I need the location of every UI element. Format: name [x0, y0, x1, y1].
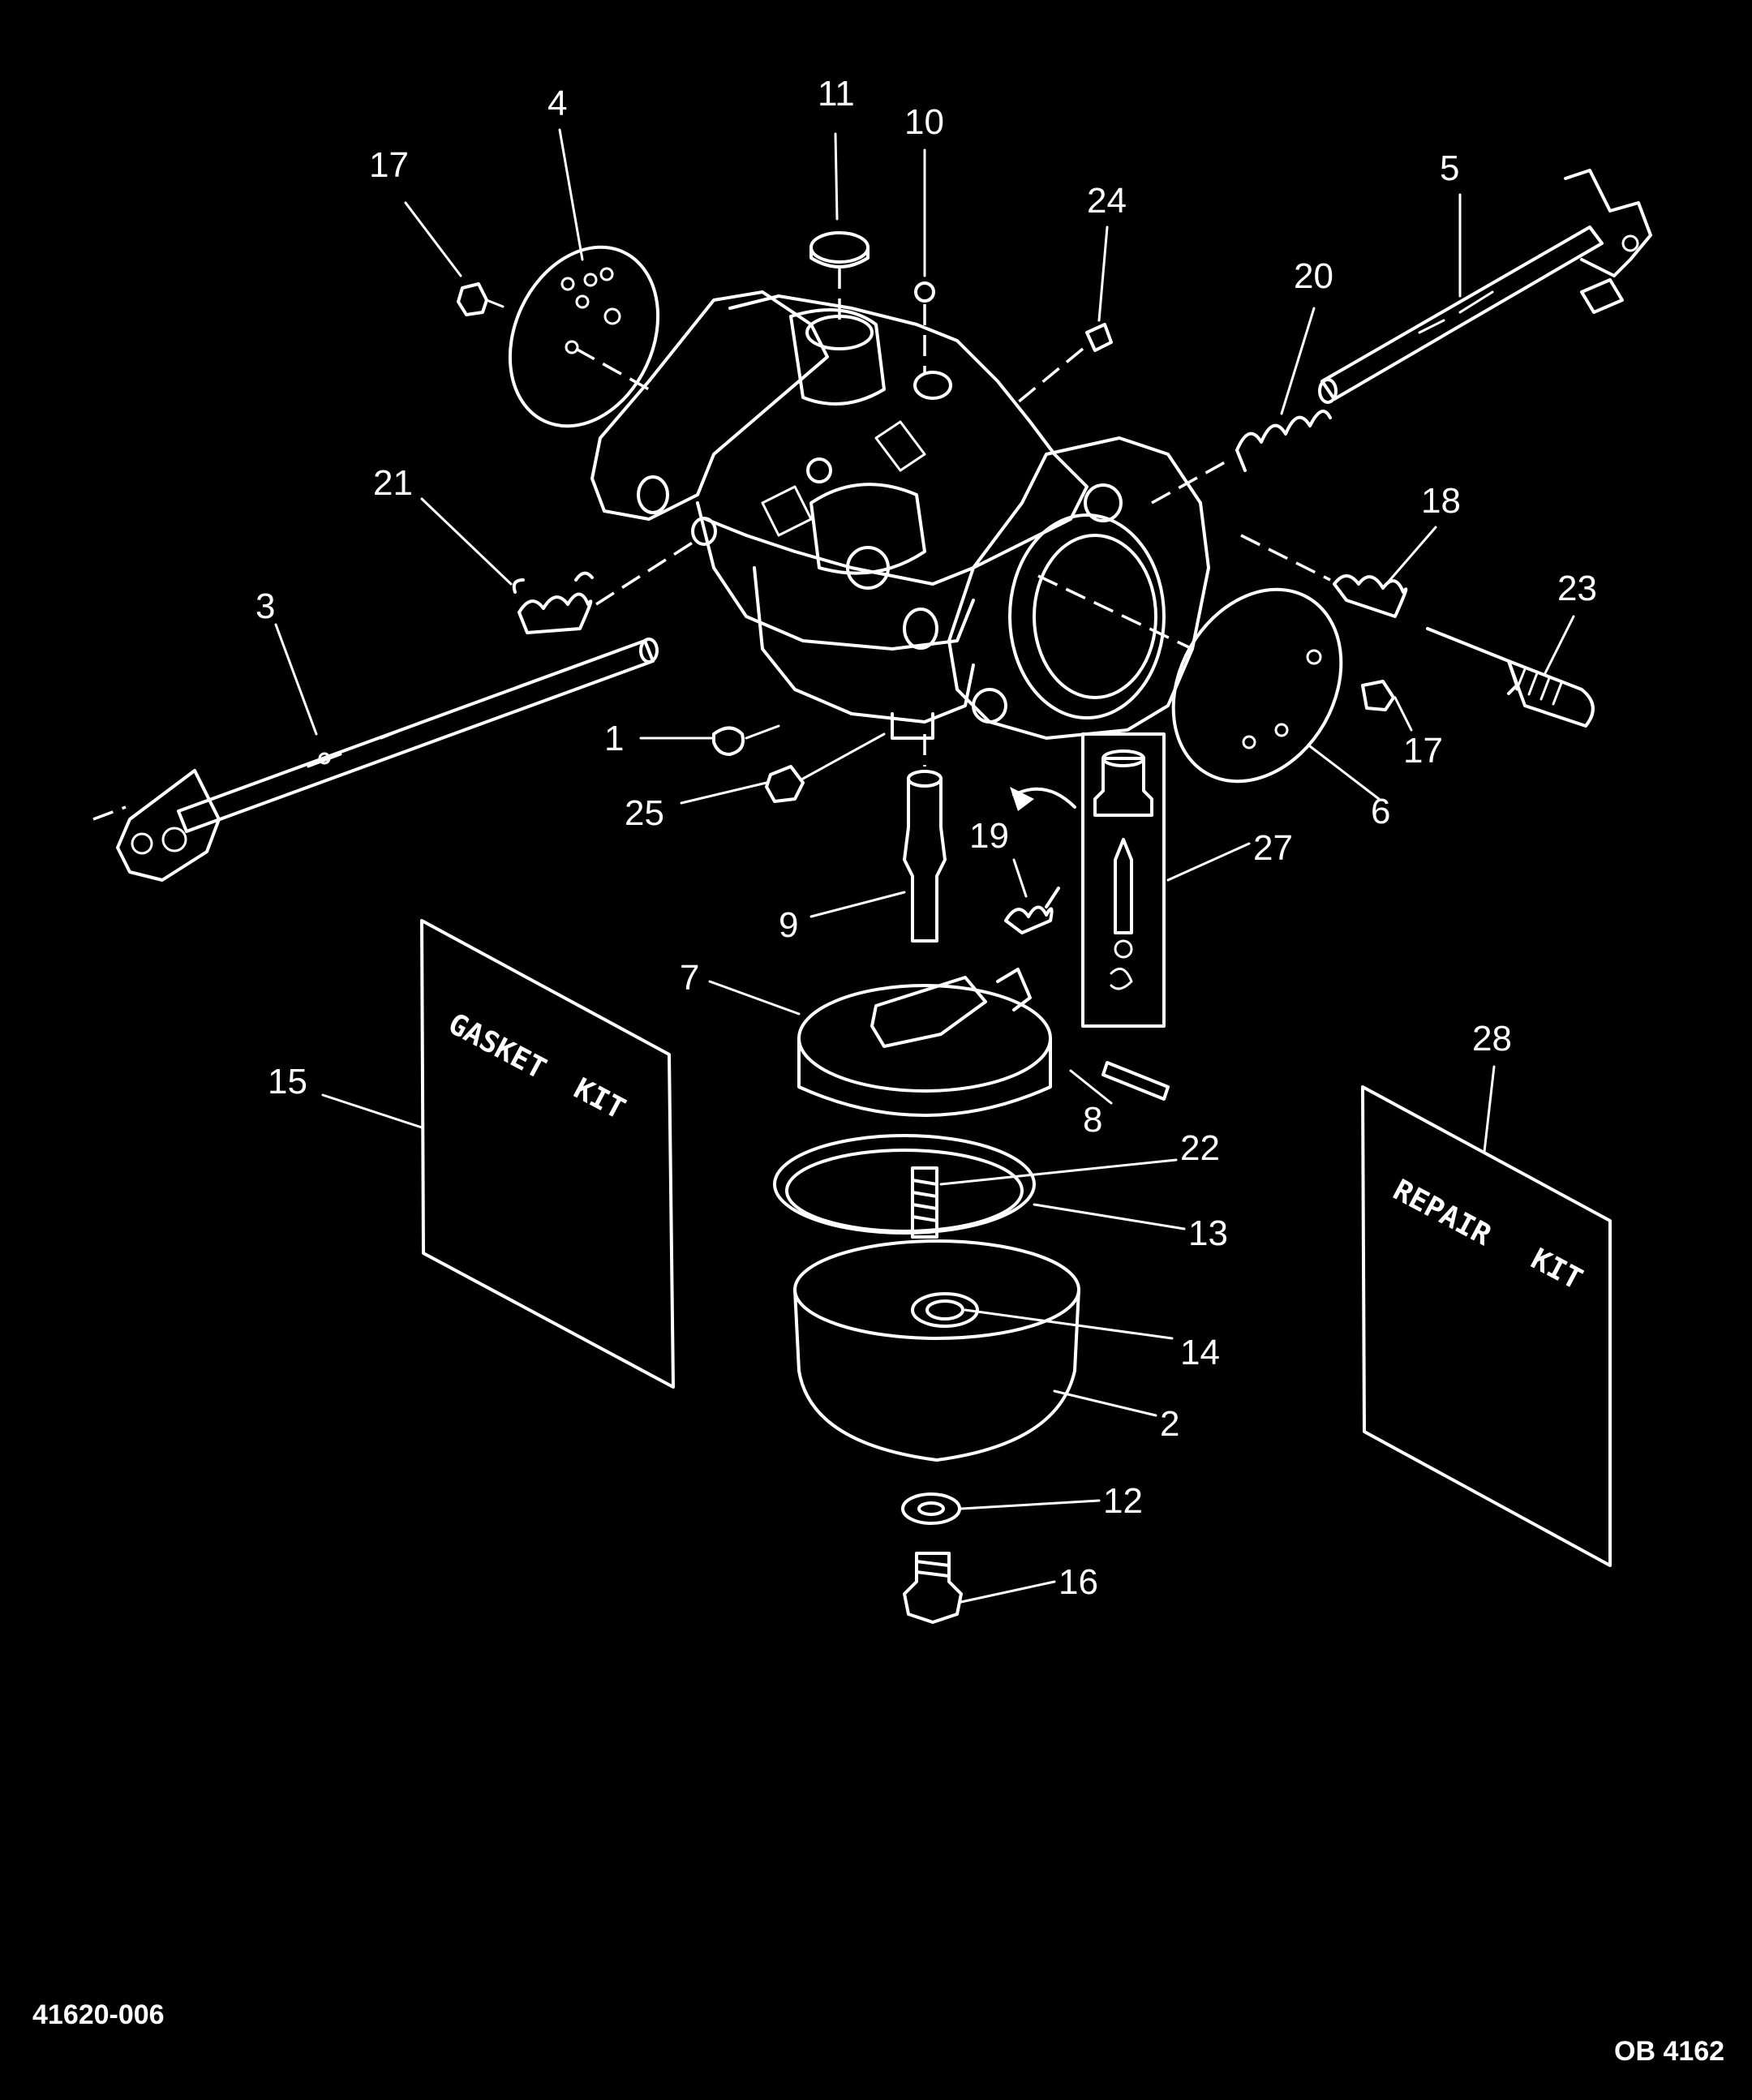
label-20: 20: [1294, 256, 1333, 296]
callout-labels: 11 10 4 17 24 5 20 18 23 21 3 1 25 17 6 …: [256, 74, 1597, 1602]
label-23: 23: [1557, 569, 1597, 608]
part-25-screw: [765, 765, 805, 803]
part-17-screw-right: [1361, 680, 1395, 711]
label-4: 4: [548, 84, 567, 123]
part-4-choke-plate: [508, 245, 660, 428]
label-17-top: 17: [369, 145, 409, 185]
part-11-welch-plug: [809, 231, 870, 264]
label-13: 13: [1188, 1213, 1228, 1253]
part-21-spring: [512, 538, 698, 634]
label-25: 25: [625, 793, 664, 833]
part-27-needle-seat-kit: [1010, 732, 1166, 1028]
label-17-right: 17: [1403, 731, 1443, 771]
part-2-float-bowl: [793, 1239, 1080, 1462]
label-1: 1: [604, 719, 624, 758]
label-28: 28: [1472, 1019, 1512, 1059]
part-3-choke-shaft: [92, 638, 659, 882]
label-22: 22: [1180, 1128, 1220, 1168]
part-12-washer: [901, 1492, 961, 1525]
label-19: 19: [969, 816, 1009, 856]
label-21: 21: [373, 463, 413, 503]
part-15-gasket-kit: GASKET KIT: [420, 919, 675, 1389]
label-5: 5: [1440, 148, 1459, 188]
part-24-screw: [1085, 323, 1113, 352]
part-19-spring: [1004, 887, 1060, 934]
part-18-spring: [1240, 534, 1408, 618]
leader-lines: [274, 128, 1575, 1604]
part-5-throttle-shaft: [1318, 169, 1652, 404]
part-13-gasket: [773, 1134, 1036, 1235]
gasket-kit-text-2: KIT: [569, 1072, 631, 1127]
part-17-screw-top: [457, 282, 488, 316]
repair-kit-text-2: KIT: [1526, 1243, 1588, 1297]
label-11: 11: [818, 74, 855, 114]
label-9: 9: [779, 905, 798, 945]
part-7-float: [797, 968, 1052, 1117]
part-6-throttle-plate: [1171, 587, 1343, 784]
part-20-spring: [1151, 410, 1332, 505]
label-2: 2: [1160, 1404, 1179, 1444]
label-10: 10: [904, 102, 944, 142]
figure-id-left: 41620-006: [32, 1999, 165, 2030]
part-16-drain-plug: [903, 1552, 963, 1624]
part-8-float-pin: [1101, 1061, 1170, 1101]
label-24: 24: [1087, 181, 1127, 221]
part-1-clip: [712, 726, 745, 756]
label-3: 3: [256, 586, 275, 626]
label-27: 27: [1253, 828, 1293, 868]
part-10-plug: [914, 281, 935, 303]
label-14: 14: [1180, 1333, 1220, 1372]
part-23-mixture-screw: [1426, 627, 1595, 728]
label-12: 12: [1103, 1481, 1143, 1521]
gasket-kit-text-1: GASKET: [443, 1007, 552, 1086]
part-22-spring: [911, 1166, 938, 1239]
part-28-repair-kit: REPAIR KIT: [1361, 1085, 1612, 1567]
label-7: 7: [680, 958, 699, 998]
label-6: 6: [1371, 792, 1390, 831]
label-16: 16: [1058, 1562, 1098, 1602]
carburetor-body: [590, 290, 1210, 740]
figure-id-right: OB 4162: [1614, 2036, 1724, 2067]
label-18: 18: [1421, 481, 1461, 521]
label-15: 15: [268, 1062, 307, 1102]
repair-kit-text-1: REPAIR: [1388, 1174, 1496, 1252]
label-8: 8: [1083, 1100, 1102, 1140]
part-9-main-nozzle: [903, 734, 947, 943]
